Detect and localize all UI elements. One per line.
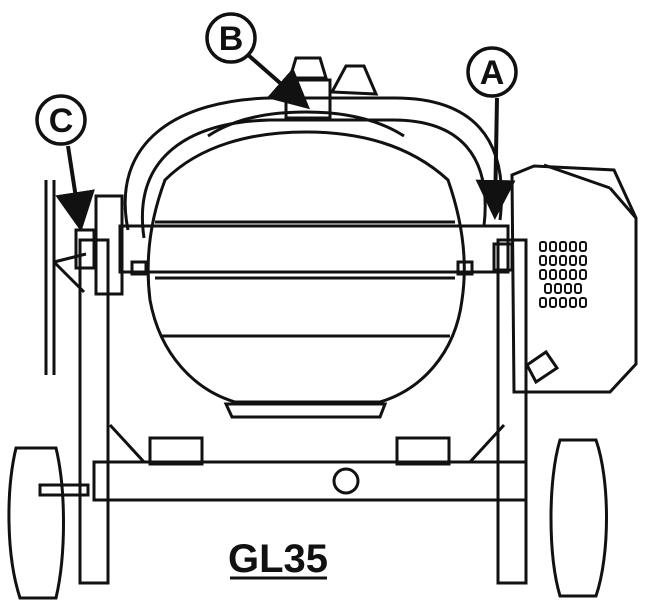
- model-label-group: GL35: [228, 537, 328, 581]
- motor-top-edge: [543, 163, 611, 190]
- left-frame-leg: [78, 238, 110, 585]
- right-cradle-pad: [395, 436, 451, 466]
- left-cradle-pad: [148, 436, 204, 466]
- callout-a-circle: [466, 46, 518, 98]
- crossbar-hole: [332, 467, 360, 495]
- drum-base-ring: [223, 402, 388, 419]
- top-handle-inner: [141, 118, 487, 239]
- center-axle-housing: [118, 224, 510, 274]
- left-brace: [108, 423, 146, 464]
- mixer-outline: [7, 56, 638, 600]
- callout-a-group: A: [466, 46, 518, 98]
- callout-c-label: C: [49, 102, 74, 140]
- drum-lid-curve: [207, 110, 405, 138]
- model-label: GL35: [228, 537, 328, 581]
- right-axle-bolt: [456, 260, 474, 276]
- arrow-a: [475, 97, 516, 220]
- left-axle-bolt: [130, 260, 148, 276]
- callout-a-label: A: [480, 54, 505, 92]
- right-brace: [468, 423, 506, 464]
- main-crossbar: [92, 460, 528, 502]
- callout-b-label: B: [219, 20, 244, 58]
- motor-lever: [525, 349, 560, 385]
- motor-vents: [539, 241, 587, 308]
- callout-c-circle: [35, 94, 87, 146]
- right-wheel: [549, 438, 608, 598]
- motor-side-edge: [608, 187, 638, 219]
- spout-handle: [329, 64, 379, 96]
- callout-b-circle: [205, 12, 257, 64]
- callout-c-group: C: [35, 94, 87, 146]
- arrow-b: [245, 52, 311, 110]
- left-wheel: [7, 446, 65, 600]
- callout-b-group: B: [205, 12, 257, 64]
- callout-arrows: [55, 52, 516, 232]
- drum-outline: [146, 130, 466, 404]
- arrow-c: [55, 145, 95, 232]
- top-spout: [287, 56, 329, 80]
- left-step: [38, 483, 90, 497]
